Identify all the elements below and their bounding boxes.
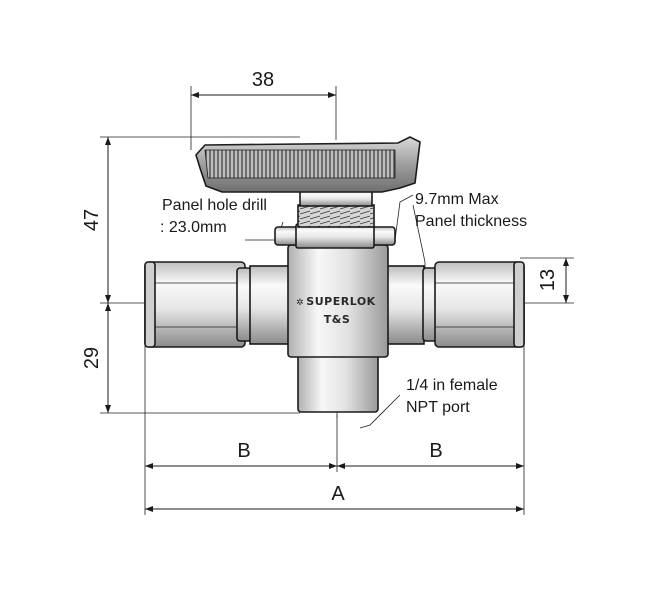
- dim-upper-height: 47: [81, 209, 103, 231]
- dim-a-overall: A: [331, 483, 345, 505]
- note-panel-thickness-line1: 9.7mm Max: [415, 191, 499, 208]
- brand-logo-icon: ✲: [296, 298, 304, 308]
- dimension-labels: 38 47 29 13 B B A: [81, 69, 559, 505]
- right-hex-nut: [422, 261, 525, 348]
- dim-b-right: B: [429, 440, 442, 462]
- note-panel-thickness-line2: Panel thickness: [415, 213, 527, 230]
- dim-port-height: 13: [537, 269, 559, 291]
- threaded-stem: [297, 204, 375, 228]
- annotation-notes: Panel hole drill : 23.0mm 9.7mm Max Pane…: [160, 191, 527, 416]
- knurled-handle: [195, 136, 421, 193]
- note-npt-line1: 1/4 in female: [406, 377, 498, 394]
- dimension-lines: [100, 86, 574, 515]
- brand-marking: SUPERLOK T&S ✲: [296, 295, 375, 326]
- dim-handle-width: 38: [252, 69, 274, 91]
- brand-line1: SUPERLOK: [306, 295, 375, 308]
- note-panel-hole-line2: : 23.0mm: [160, 219, 227, 236]
- note-npt-line2: NPT port: [406, 399, 470, 416]
- panel-nut: [274, 223, 396, 249]
- note-panel-hole-line1: Panel hole drill: [162, 197, 267, 214]
- brand-line2: T&S: [324, 313, 351, 326]
- left-hex-nut: [144, 261, 252, 348]
- valve-body-assembly: SUPERLOK T&S ✲: [144, 136, 525, 418]
- dim-lower-height: 29: [81, 347, 103, 369]
- dim-b-left: B: [237, 440, 250, 462]
